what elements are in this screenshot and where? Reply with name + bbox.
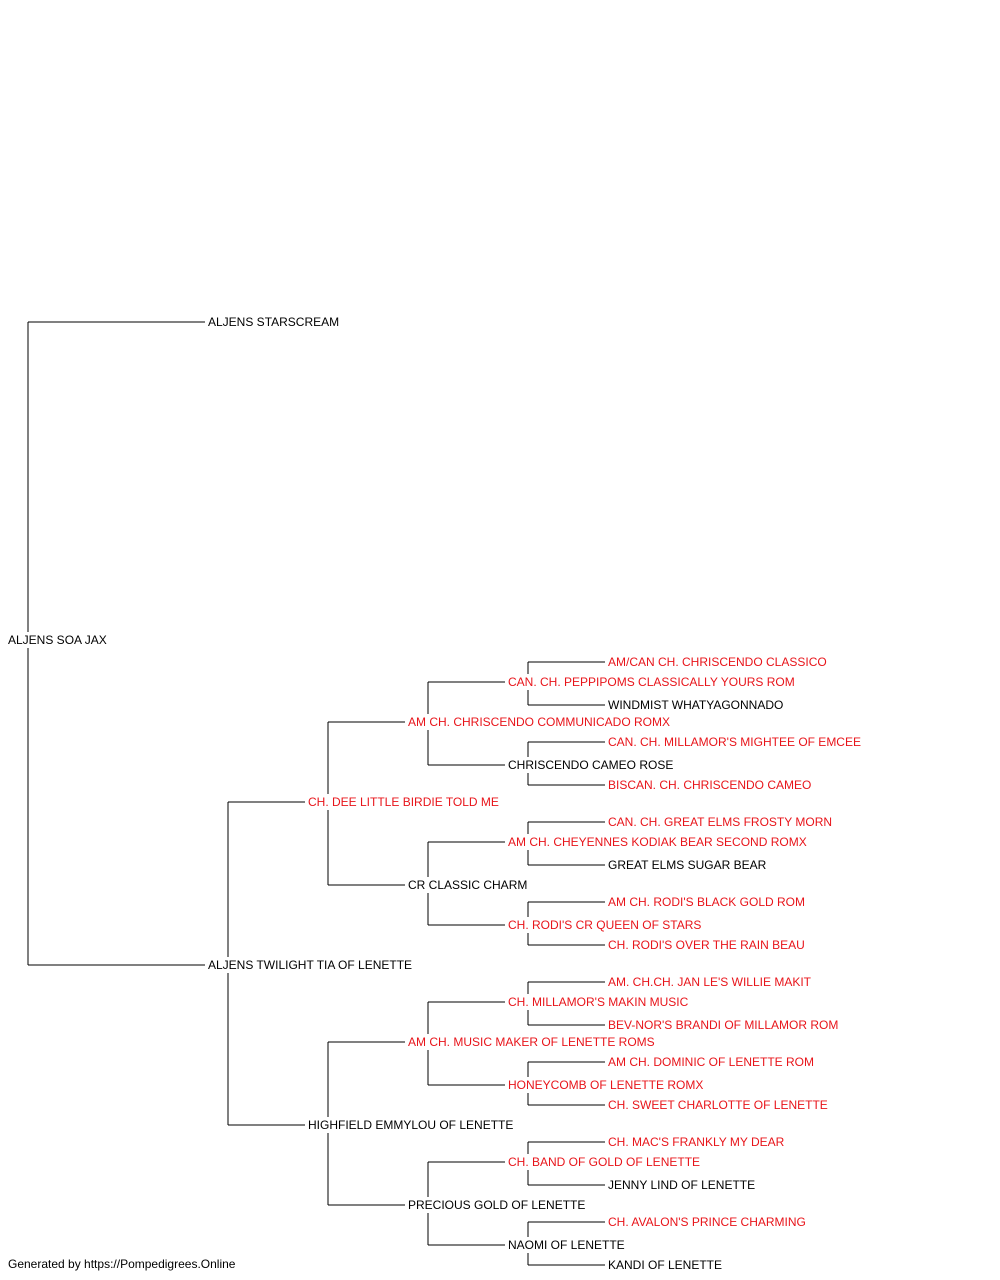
- g5-5-name: GREAT ELMS SUGAR BEAR: [608, 858, 767, 872]
- g5-13-name: JENNY LIND OF LENETTE: [608, 1178, 755, 1192]
- generated-by-footer: Generated by https://Pompedigrees.Online: [8, 1257, 236, 1271]
- g5-8-name: AM. CH.CH. JAN LE'S WILLIE MAKIT: [608, 975, 812, 989]
- g5-10-name: AM CH. DOMINIC OF LENETTE ROM: [608, 1055, 814, 1069]
- g3-0-name: AM CH. CHRISCENDO COMMUNICADO ROMX: [408, 715, 670, 729]
- dam-name: ALJENS TWILIGHT TIA OF LENETTE: [208, 958, 412, 972]
- g4-2-name: AM CH. CHEYENNES KODIAK BEAR SECOND ROMX: [508, 835, 807, 849]
- g4-5-name: HONEYCOMB OF LENETTE ROMX: [508, 1078, 703, 1092]
- g4-7-name: NAOMI OF LENETTE: [508, 1238, 625, 1252]
- g5-1-name: WINDMIST WHATYAGONNADO: [608, 698, 783, 712]
- g4-0-name: CAN. CH. PEPPIPOMS CLASSICALLY YOURS ROM: [508, 675, 795, 689]
- g3-2-name: AM CH. MUSIC MAKER OF LENETTE ROMS: [408, 1035, 655, 1049]
- g5-2-name: CAN. CH. MILLAMOR'S MIGHTEE OF EMCEE: [608, 735, 861, 749]
- g5-12-name: CH. MAC'S FRANKLY MY DEAR: [608, 1135, 785, 1149]
- subject-dog-name: ALJENS SOA JAX: [8, 633, 107, 647]
- sire-name: ALJENS STARSCREAM: [208, 315, 339, 329]
- dam-dam-name: HIGHFIELD EMMYLOU OF LENETTE: [308, 1118, 513, 1132]
- g5-6-name: AM CH. RODI'S BLACK GOLD ROM: [608, 895, 805, 909]
- g5-11-name: CH. SWEET CHARLOTTE OF LENETTE: [608, 1098, 828, 1112]
- g5-0-name: AM/CAN CH. CHRISCENDO CLASSICO: [608, 655, 827, 669]
- g5-15-name: KANDI OF LENETTE: [608, 1258, 722, 1272]
- g4-3-name: CH. RODI'S CR QUEEN OF STARS: [508, 918, 701, 932]
- g4-1-name: CHRISCENDO CAMEO ROSE: [508, 758, 673, 772]
- g5-3-name: BISCAN. CH. CHRISCENDO CAMEO: [608, 778, 811, 792]
- g4-6-name: CH. BAND OF GOLD OF LENETTE: [508, 1155, 700, 1169]
- g5-4-name: CAN. CH. GREAT ELMS FROSTY MORN: [608, 815, 832, 829]
- g5-14-name: CH. AVALON'S PRINCE CHARMING: [608, 1215, 806, 1229]
- g5-9-name: BEV-NOR'S BRANDI OF MILLAMOR ROM: [608, 1018, 838, 1032]
- g3-3-name: PRECIOUS GOLD OF LENETTE: [408, 1198, 585, 1212]
- g3-1-name: CR CLASSIC CHARM: [408, 878, 527, 892]
- g4-4-name: CH. MILLAMOR'S MAKIN MUSIC: [508, 995, 689, 1009]
- g5-7-name: CH. RODI'S OVER THE RAIN BEAU: [608, 938, 805, 952]
- dam-sire-name: CH. DEE LITTLE BIRDIE TOLD ME: [308, 795, 499, 809]
